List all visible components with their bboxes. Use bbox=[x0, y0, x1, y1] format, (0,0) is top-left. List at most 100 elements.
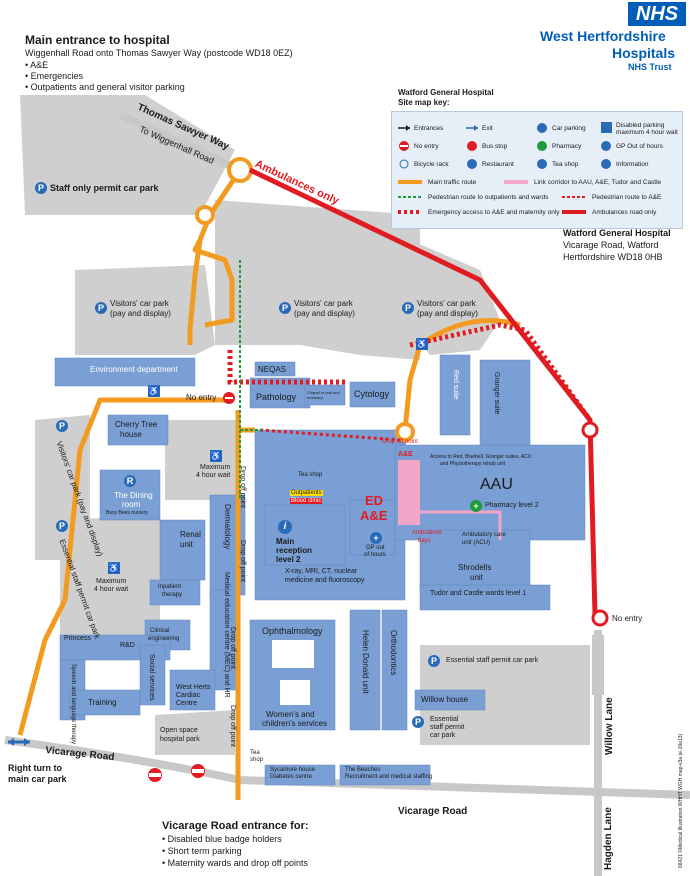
inpatient-building bbox=[149, 579, 201, 606]
trust-sub: NHS Trust bbox=[628, 62, 672, 72]
max-wait-label-1: Maximum bbox=[200, 464, 231, 471]
restaurant-icon: R bbox=[124, 475, 136, 487]
key-pharmacy: Pharmacy bbox=[552, 143, 582, 150]
staff-permit-car-park-area bbox=[20, 95, 235, 215]
no-entry-sign-right bbox=[591, 609, 609, 627]
tudor-label: Tudor and Castle wards level 1 bbox=[430, 590, 527, 597]
open-space-label-2: hospital park bbox=[160, 736, 200, 743]
ambulance-ae-access bbox=[259, 428, 401, 442]
key-disabled-parking: Disabled parking bbox=[616, 122, 665, 129]
key-pedestrian-outpatients: Pedestrian route to outpatients and ward… bbox=[428, 194, 549, 201]
roundabout-small bbox=[195, 205, 215, 225]
visitors-car-park-mid-area bbox=[215, 200, 420, 360]
essential-staff-small-area bbox=[420, 700, 485, 745]
max-wait-label-2: 4 hour wait bbox=[196, 472, 231, 479]
outpatients-label: Outpatients bbox=[290, 490, 323, 496]
pharmacy-icon: + bbox=[470, 500, 482, 512]
chapel-label: Chapel of rest and mortuary bbox=[307, 390, 340, 400]
address-line2: Hertfordshire WD18 0HB bbox=[563, 252, 663, 262]
willow-house-label: Willow house bbox=[421, 695, 469, 704]
ae-pink-area bbox=[398, 460, 420, 525]
car-park-icon: P bbox=[428, 655, 440, 667]
ambulance-bays-1: Ambulance bbox=[412, 530, 443, 536]
blood-label: Blood clinic bbox=[290, 498, 323, 504]
acu-label-1: Ambulatory care bbox=[462, 532, 506, 538]
cardiac-label-2: Cardiac bbox=[176, 692, 201, 699]
key-title-1: Watford General Hospital bbox=[398, 88, 494, 97]
beeches-label-2: Recruitment and medical staffing bbox=[345, 774, 433, 780]
helen-donald-label: Helen Donald unit bbox=[361, 630, 370, 694]
social-building bbox=[139, 644, 166, 706]
social-label: Social services bbox=[148, 654, 155, 701]
clinical-label-2: engineering bbox=[148, 636, 180, 642]
environment-building bbox=[54, 357, 196, 387]
main-entrance-item: • Emergencies bbox=[25, 71, 84, 81]
gp-label-2: of hours bbox=[364, 552, 386, 558]
drop-off-label-2: Drop off point bbox=[239, 540, 246, 582]
max-wait-mid-area bbox=[165, 420, 240, 500]
visitors-mid-label-2: (pay and display) bbox=[294, 309, 355, 318]
key-bus-stop: Bus stop bbox=[482, 143, 508, 150]
essential-staff-label-1: Essential staff permit car park bbox=[446, 657, 539, 664]
key-pedestrian-ae: Pedestrian route to A&E bbox=[592, 194, 662, 201]
red-suite-label: Red suite bbox=[452, 370, 459, 400]
staff-permit-label: Staff only permit car park bbox=[50, 183, 159, 193]
willow-lane-label: Willow Lane bbox=[604, 697, 615, 755]
drop-off-label-3: Drop off point bbox=[229, 627, 236, 669]
key-entrances: Entrances bbox=[414, 125, 444, 132]
inpatient-label-2: therapy bbox=[162, 592, 183, 598]
pharmacy-label: Pharmacy level 2 bbox=[485, 502, 539, 509]
key-max-wait: maximum 4 hour wait bbox=[616, 129, 678, 136]
tea-shop-label-1: Tea shop bbox=[298, 472, 323, 478]
visitors-left-label-2: (pay and display) bbox=[110, 309, 171, 318]
ed-block bbox=[349, 499, 396, 556]
roundabout-main bbox=[227, 157, 253, 183]
cardiac-label-1: West Herts bbox=[176, 684, 211, 691]
car-park-icon: P bbox=[35, 182, 47, 194]
left-arrowhead-icon bbox=[8, 738, 14, 746]
no-entry-bar bbox=[225, 397, 233, 399]
sycamore-label-2: Diabetes centre bbox=[270, 774, 313, 780]
cherry-tree-label-2: house bbox=[120, 430, 142, 439]
buildings bbox=[54, 354, 586, 786]
key-car-parking: Car parking bbox=[552, 125, 586, 132]
disabled-parking-icon: ♿ bbox=[148, 385, 160, 397]
address-name: Watford General Hospital bbox=[563, 228, 671, 238]
dermatology-label: Dermatology bbox=[223, 504, 232, 550]
essential-staff-label-2c: car park bbox=[430, 732, 456, 739]
ophthalmology-courtyard-2 bbox=[280, 680, 310, 705]
dining-label-2: room bbox=[122, 500, 141, 509]
ambulance-route bbox=[227, 167, 598, 616]
sycamore-label-1: Sycamore house bbox=[270, 767, 316, 773]
visitors-car-park-right-area bbox=[410, 240, 500, 355]
clinical-label-1: Clinical bbox=[150, 628, 170, 634]
max-wait-label-3: Maximum bbox=[96, 578, 127, 585]
max-wait-label-4: 4 hour wait bbox=[94, 586, 129, 593]
key-symbols bbox=[398, 122, 612, 214]
disabled-parking-icon: ♿ bbox=[108, 562, 120, 574]
site-map-key: Entrances Exit Car parking Disabled park… bbox=[391, 111, 683, 229]
xray-label-2: medicine and fluoroscopy bbox=[285, 577, 365, 584]
vicarage-entrance-item: • Short term parking bbox=[162, 846, 242, 856]
environment-label: Environment department bbox=[90, 365, 178, 374]
copyright-label: 68421 ©Medical Illustration WHHT WGH map… bbox=[678, 733, 684, 868]
visitors-mid-label-1: Visitors' car park bbox=[294, 299, 353, 308]
tudor-building bbox=[419, 584, 551, 611]
gp-icon: + bbox=[370, 532, 382, 544]
key-tea-shop: Tea shop bbox=[552, 161, 579, 168]
drop-off-label-4: Drop off point bbox=[229, 705, 236, 747]
gp-label-1: GP out bbox=[366, 545, 385, 551]
key-ambulances-only: Ambulances road only bbox=[592, 209, 657, 216]
visitors-left-label-1: Visitors' car park bbox=[110, 299, 169, 308]
pathology-label: Pathology bbox=[256, 392, 297, 402]
willow-house-building bbox=[414, 689, 486, 711]
tea-shop-label-2: Tea bbox=[250, 750, 260, 756]
essential-staff-label-2a: Essential bbox=[430, 716, 459, 723]
neqas-building bbox=[254, 361, 296, 377]
main-reception-block bbox=[264, 504, 346, 566]
ambulance-emergency-access bbox=[409, 322, 593, 422]
nhs-logo: NHS bbox=[628, 2, 686, 26]
willow-lane-block bbox=[592, 635, 604, 695]
drop-off-ae-label: Drop off point bbox=[382, 439, 418, 445]
route-west-loop bbox=[17, 397, 225, 736]
